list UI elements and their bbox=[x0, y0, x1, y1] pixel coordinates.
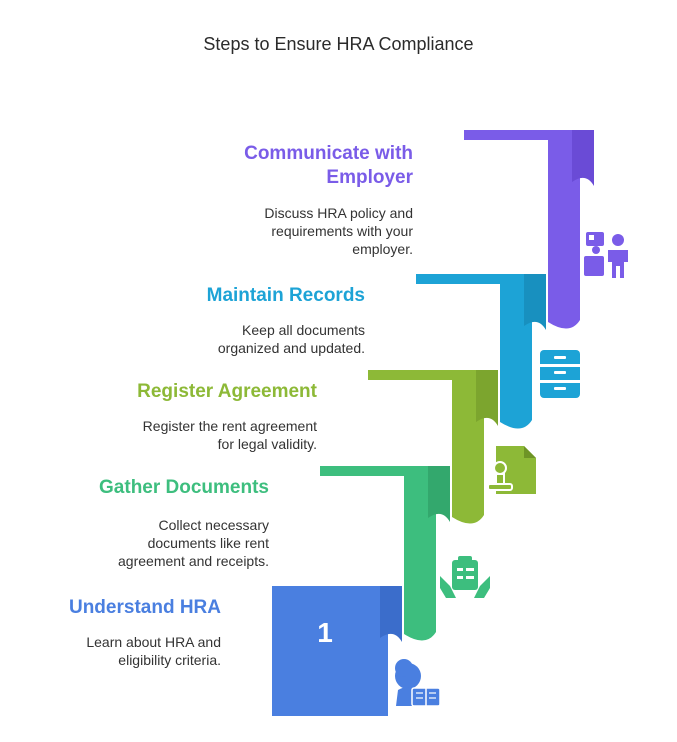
step-5-number: 5 bbox=[509, 185, 525, 216]
step-5-description-line-3: employer. bbox=[352, 241, 413, 257]
step-4-description-line-2: organized and updated. bbox=[217, 340, 365, 356]
page-title: Steps to Ensure HRA Compliance bbox=[203, 34, 474, 54]
step-2-number: 2 bbox=[365, 507, 381, 538]
step-5-ribbon: 5 bbox=[464, 130, 594, 329]
step-2-ribbon-curl bbox=[428, 466, 450, 522]
document-stamp-icon bbox=[487, 446, 536, 494]
step-4-description: Keep all documents organized and updated… bbox=[218, 321, 365, 357]
filing-cabinet-icon bbox=[540, 350, 580, 398]
step-1-description-line-1: Learn about HRA and bbox=[86, 634, 221, 650]
step-3-ribbon: 3 bbox=[368, 370, 498, 524]
step-1-description-line-2: eligibility criteria. bbox=[118, 652, 221, 668]
person-reading-book-icon bbox=[395, 659, 441, 707]
step-3-number: 3 bbox=[413, 401, 429, 432]
step-5-title: Communicate with Employer bbox=[244, 142, 413, 190]
step-3-ribbon-shape bbox=[368, 370, 484, 524]
clipboard-in-hands-icon bbox=[440, 556, 490, 598]
step-3-description: Register the rent agreement for legal va… bbox=[143, 417, 317, 453]
step-2-description: Collect necessary documents like rent ag… bbox=[118, 516, 269, 570]
step-5-ribbon-shape bbox=[464, 130, 580, 329]
step-2-title: Gather Documents bbox=[99, 477, 269, 498]
step-3-ribbon-curl bbox=[476, 370, 498, 426]
step-5-description: Discuss HRA policy and requirements with… bbox=[264, 204, 413, 258]
step-1-title: Understand HRA bbox=[68, 597, 221, 618]
presentation-meeting-icon bbox=[584, 232, 628, 278]
step-4-number: 4 bbox=[461, 305, 477, 336]
step-3-description-line-1: Register the rent agreement bbox=[142, 418, 317, 434]
step-1-ribbon-curl bbox=[380, 586, 402, 642]
step-5-ribbon-curl bbox=[572, 130, 594, 186]
step-2-description-line-2: documents like rent bbox=[147, 535, 269, 551]
step-1-ribbon-shape bbox=[272, 586, 388, 716]
step-3-description-line-2: for legal validity. bbox=[217, 436, 317, 452]
step-4-title: Maintain Records bbox=[206, 285, 365, 306]
step-2-ribbon: 2 bbox=[320, 466, 450, 641]
step-5-description-line-2: requirements with your bbox=[271, 223, 413, 239]
step-5-description-line-1: Discuss HRA policy and bbox=[264, 205, 413, 221]
step-4-ribbon: 4 bbox=[416, 274, 546, 429]
step-4-ribbon-curl bbox=[524, 274, 546, 330]
step-1-description: Learn about HRA and eligibility criteria… bbox=[86, 633, 221, 669]
step-5-title-line-2: Employer bbox=[326, 167, 413, 188]
step-1-number: 1 bbox=[317, 617, 333, 648]
step-4-ribbon-shape bbox=[416, 274, 532, 429]
step-2-description-line-1: Collect necessary bbox=[158, 517, 270, 533]
step-4-description-line-1: Keep all documents bbox=[242, 322, 365, 338]
step-5-title-line-1: Communicate with bbox=[244, 143, 413, 164]
step-2-ribbon-shape bbox=[320, 466, 436, 641]
step-3-title: Register Agreement bbox=[137, 381, 317, 402]
step-2-description-line-3: agreement and receipts. bbox=[118, 553, 269, 569]
step-1-ribbon: 1 bbox=[272, 586, 402, 716]
